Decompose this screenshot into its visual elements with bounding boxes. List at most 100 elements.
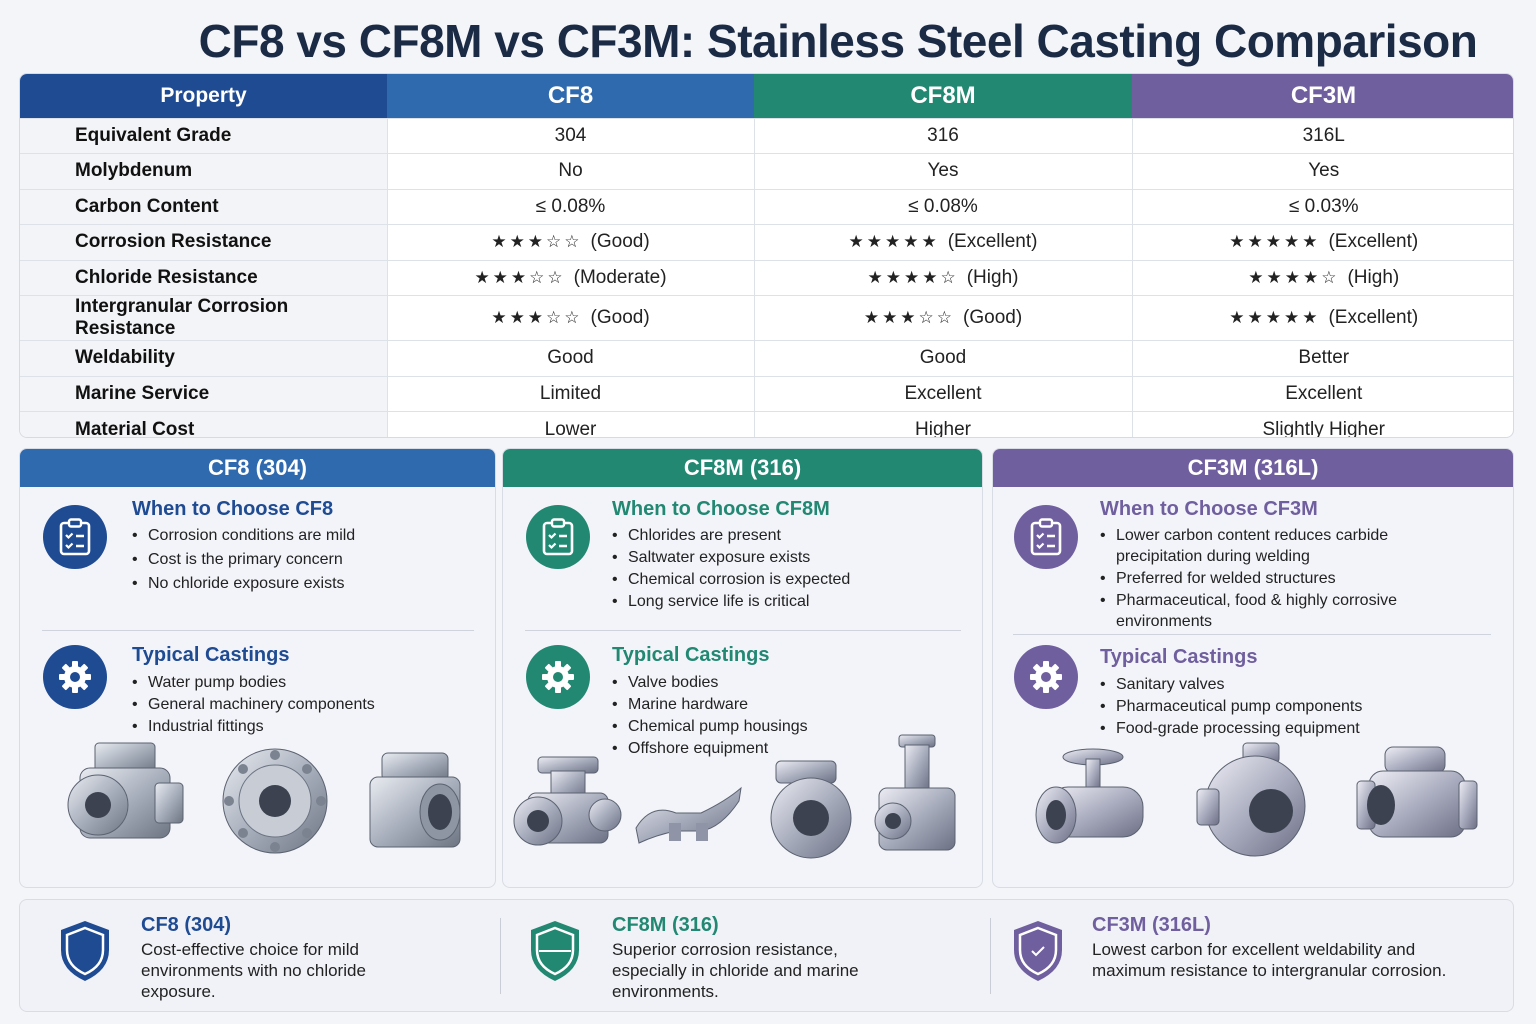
cell-cf8m: Excellent [753, 375, 1132, 412]
cell-cf3m: 316L [1131, 117, 1513, 154]
cell-cf8m: ★★★☆☆(Good) [753, 295, 1132, 341]
rating-label: (High) [966, 266, 1019, 288]
list-item: Water pump bodies [132, 672, 482, 693]
when-title: When to Choose CF3M [1100, 498, 1318, 520]
table-row: Equivalent Grade 304 316 316L [20, 117, 1513, 154]
processing-fitting-image [1356, 746, 1478, 838]
row-label: Carbon Content [20, 188, 387, 225]
list-item: Industrial fittings [132, 716, 482, 737]
rating-label: (Good) [590, 307, 650, 328]
cell-cf3m: ≤ 0.03% [1131, 188, 1513, 225]
when-title: When to Choose CF8 [132, 498, 334, 520]
list-item: Preferred for welded structures [1100, 568, 1410, 589]
table-row: Marine Service Limited Excellent Excelle… [20, 375, 1513, 412]
card-header-cf3m: CF3M (316L) [993, 449, 1513, 487]
list-item: Corrosion conditions are mild [132, 525, 482, 546]
when-title: When to Choose CF8M [612, 498, 830, 520]
star-rating: ★★★★☆ [867, 267, 959, 288]
castings-illustration [20, 733, 495, 873]
typical-list: Sanitary valves Pharmaceutical pump comp… [1100, 674, 1480, 740]
row-label: Equivalent Grade [20, 117, 387, 154]
summary-panel: CF8 (304) Cost-effective choice for mild… [19, 899, 1514, 1012]
cell-cf8m: ≤ 0.08% [753, 188, 1132, 225]
shield-icon [531, 921, 579, 981]
gear-icon [1014, 645, 1078, 709]
cell-cf3m: ★★★★★ (Excellent) [1131, 295, 1513, 341]
clipboard-check-icon [526, 505, 590, 569]
comparison-table: Property CF8 CF8M CF3M Equivalent Grade … [19, 73, 1514, 438]
table-row: Material Cost Lower Higher Slightly High… [20, 411, 1513, 437]
summary-cf8: CF8 (304) Cost-effective choice for mild… [20, 900, 500, 1013]
rating-label: (Moderate) [573, 266, 667, 288]
cell-cf8: Limited [386, 375, 754, 412]
list-item: Chemical pump housings [612, 716, 972, 737]
clipboard-check-icon [43, 505, 107, 569]
header-cf8m: CF8M [754, 74, 1132, 118]
cell-cf3m: ★★★★★ (Excellent) [1131, 224, 1513, 260]
typical-title: Typical Castings [1100, 646, 1258, 668]
star-rating: ★★★☆☆ [491, 232, 583, 253]
page-title: CF8 vs CF8M vs CF3M: Stainless Steel Cas… [198, 15, 1478, 67]
table-row: Molybdenum No Yes Yes [20, 153, 1513, 189]
list-item: Chlorides are present [612, 525, 972, 546]
summary-text: Cost-effective choice for mild environme… [141, 940, 366, 1001]
tee-fitting-image [369, 752, 461, 848]
gear-icon [43, 645, 107, 709]
summary-text: Lowest carbon for excellent weldability … [1092, 940, 1447, 980]
row-label: Molybdenum [20, 153, 387, 189]
rating-label: (Good) [963, 307, 1023, 328]
star-rating: ★★★☆☆ [474, 267, 566, 288]
typical-title: Typical Castings [132, 644, 290, 666]
housing-image [222, 748, 328, 854]
list-item: Cost is the primary concern [132, 549, 482, 570]
card-cf8m: CF8M (316) When to Choose CF8M Chlorides… [502, 448, 983, 888]
typical-list: Water pump bodies General machinery comp… [132, 672, 482, 738]
list-item: General machinery components [132, 694, 482, 715]
summary-cf3m: CF3M (316L) Lowest carbon for excellent … [990, 900, 1515, 1013]
star-rating: ★★★★★ [1229, 308, 1321, 328]
list-item: Long service life is critical [612, 591, 972, 612]
rating-label: (High) [1347, 266, 1400, 288]
list-item: Sanitary valves [1100, 674, 1480, 695]
when-list: Chlorides are present Saltwater exposure… [612, 525, 972, 613]
divider [990, 918, 991, 994]
row-label: Intergranular Corrosion Resistance [20, 295, 387, 341]
table-row: Intergranular Corrosion Resistance ★★★☆☆… [20, 295, 1513, 341]
typical-title: Typical Castings [612, 644, 770, 666]
cell-cf8m: ★★★★★(Excellent) [753, 224, 1132, 260]
list-item: Marine hardware [612, 694, 972, 715]
star-rating: ★★★☆☆ [491, 308, 583, 328]
divider [500, 918, 501, 994]
rating-label: (Excellent) [1328, 307, 1419, 328]
list-item: Offshore equipment [612, 738, 972, 759]
table-row: Weldability Good Good Better [20, 340, 1513, 376]
table-row: Corrosion Resistance ★★★☆☆ (Good) ★★★★★ (E… [20, 224, 1513, 260]
cell-cf8: No [386, 153, 754, 189]
cell-cf8: ≤ 0.08% [386, 188, 754, 225]
table-header-row: Property CF8 CF8M CF3M [20, 74, 1513, 118]
list-item: Chemical corrosion is expected [612, 569, 972, 590]
marine-cleat-image [635, 786, 742, 844]
star-rating: ★★★★★ [1229, 232, 1321, 253]
header-cf8: CF8 [387, 74, 754, 118]
rating-label: (Excellent) [947, 231, 1038, 253]
pump-component-image [1196, 742, 1306, 857]
cell-cf3m: Excellent [1131, 375, 1513, 412]
rating-label: (Excellent) [1328, 231, 1419, 253]
card-header-cf8m: CF8M (316) [503, 449, 982, 487]
cell-cf8m: ★★★★☆ (High) [753, 259, 1132, 296]
list-item: Food-grade processing equipment [1100, 718, 1480, 739]
header-cf3m: CF3M [1132, 74, 1513, 118]
rating-label: (Good) [590, 231, 650, 253]
cell-cf8: Good [386, 340, 754, 376]
cell-cf8: ★★★☆☆ (Good) [386, 295, 754, 341]
cell-cf3m: Yes [1131, 153, 1513, 189]
card-cf3m: CF3M (316L) When to Choose CF3M Lower ca… [992, 448, 1514, 888]
summary-title: CF3M (316L) [1092, 914, 1211, 936]
table-row: Carbon Content ≤ 0.08% ≤ 0.08% ≤ 0.03% [20, 188, 1513, 225]
row-label: Corrosion Resistance [20, 224, 387, 260]
table-row: Chloride Resistance ★★★☆☆(Moderate) ★★★★… [20, 259, 1513, 296]
shield-icon [1014, 921, 1062, 981]
cell-cf8m: Higher [753, 411, 1132, 437]
cell-cf8m: 316 [753, 117, 1132, 154]
